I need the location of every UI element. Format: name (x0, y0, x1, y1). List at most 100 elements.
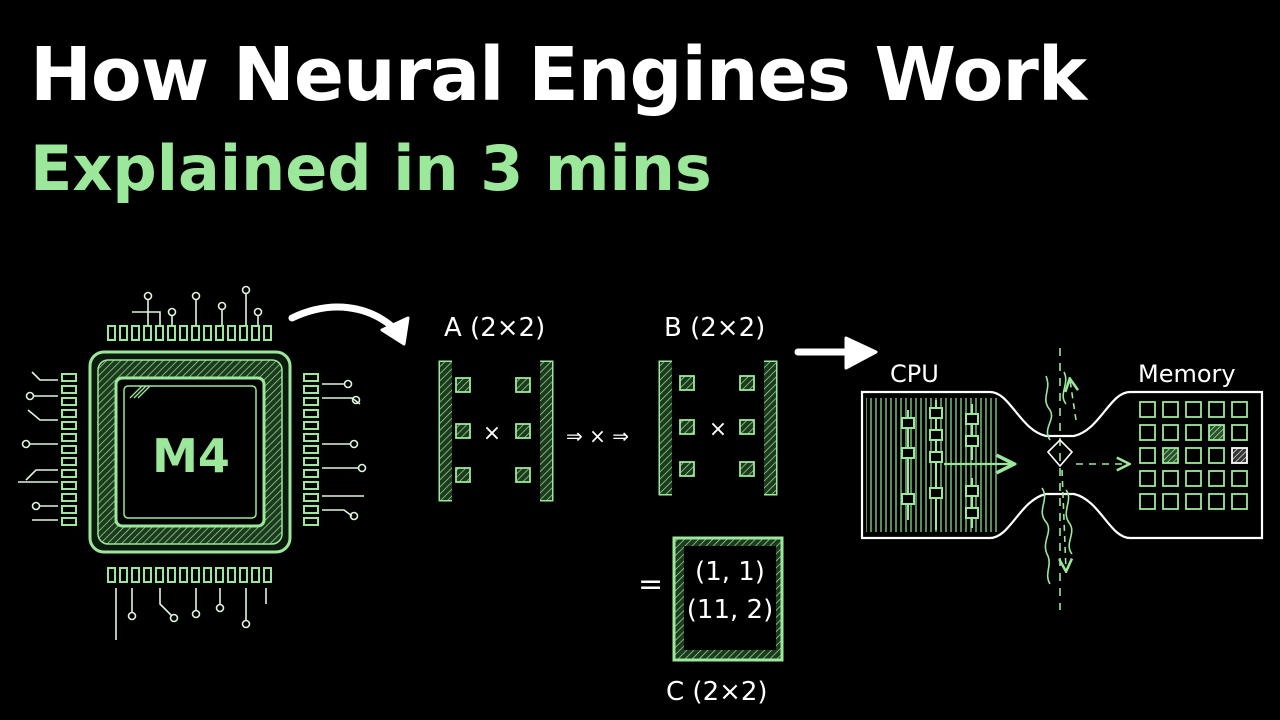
chip-die (114, 376, 266, 528)
chip-pin (61, 517, 77, 526)
chip-pin (61, 421, 77, 430)
chip-pin (191, 325, 200, 341)
matrix-a-times: × (483, 421, 501, 446)
chip-pin (119, 567, 128, 583)
bottleneck-outline (860, 390, 1264, 540)
memory-cell (1162, 470, 1179, 487)
result-row-1: (1, 1) (695, 557, 765, 587)
chip-pin (143, 325, 152, 341)
chip-pin (61, 481, 77, 490)
chip-pin (239, 567, 248, 583)
matrix-b-label: B (2×2) (664, 313, 765, 343)
memory-cell (1162, 401, 1179, 418)
matrix-b-cells (679, 375, 755, 477)
chip-pin (303, 517, 319, 526)
chip-pin (167, 325, 176, 341)
chip-pin (61, 457, 77, 466)
memory-cell (1139, 401, 1156, 418)
chip-pin (119, 325, 128, 341)
chip-pin (143, 567, 152, 583)
chip-pin (179, 567, 188, 583)
chip-pin (227, 567, 236, 583)
arrow-chip-to-matrix-head (380, 316, 410, 346)
equals-sign: = (638, 567, 663, 602)
chip-pin (303, 409, 319, 418)
chip-pin (61, 433, 77, 442)
memory-cell (1185, 424, 1202, 441)
matrix-a-cells (455, 377, 531, 483)
chip-pin (61, 493, 77, 502)
chip-pin (131, 325, 140, 341)
memory-cell (1162, 447, 1179, 464)
chip-pin (303, 445, 319, 454)
memory-cell (1208, 401, 1225, 418)
memory-cell (1231, 424, 1248, 441)
chip-pin (61, 409, 77, 418)
chip-pin (61, 373, 77, 382)
chip-pin (303, 481, 319, 490)
chip-pin (61, 445, 77, 454)
chip-pin (215, 567, 224, 583)
chip-pin (303, 457, 319, 466)
chip-pin (303, 433, 319, 442)
memory-cell (1208, 493, 1225, 510)
chip-pins (61, 325, 319, 583)
page-title: How Neural Engines Work (30, 32, 1087, 118)
chip-pin (203, 325, 212, 341)
memory-cell (1139, 493, 1156, 510)
chip-traces (18, 285, 367, 640)
chip-diagram: M4 (18, 285, 367, 640)
memory-cell (1185, 401, 1202, 418)
chip-pin (263, 325, 272, 341)
matrix-b-times: × (709, 417, 727, 442)
memory-cell (1162, 493, 1179, 510)
memory-cell (1139, 424, 1156, 441)
chip-pin (263, 567, 272, 583)
arrow-matrix-to-cpu-head (844, 336, 878, 370)
chip-pin (251, 325, 260, 341)
memory-cell (1231, 401, 1248, 418)
cpu-circuit (901, 400, 979, 530)
chip-pin (303, 373, 319, 382)
memory-cell (1208, 447, 1225, 464)
chip-pin (251, 567, 260, 583)
memory-cell (1231, 470, 1248, 487)
chip-pin (155, 325, 164, 341)
matrix-c: = (1, 1) (11, 2) C (2×2) (638, 536, 784, 707)
chip-pin (179, 325, 188, 341)
matrix-c-label: C (2×2) (666, 677, 768, 707)
chip-pin (203, 567, 212, 583)
memory-cell (1231, 447, 1248, 464)
chip-pin (303, 493, 319, 502)
chip-pin (303, 505, 319, 514)
cpu-memory-diagram: CPU Memory (860, 348, 1264, 610)
chip-pin (131, 567, 140, 583)
cpu-label: CPU (890, 360, 939, 388)
chip-pin (155, 567, 164, 583)
chip-pin (303, 385, 319, 394)
arrow-chip-to-matrix (288, 303, 402, 336)
chip-pin (215, 325, 224, 341)
chip-pin (167, 567, 176, 583)
memory-cell (1208, 424, 1225, 441)
memory-label: Memory (1138, 360, 1236, 388)
chip-label: M4 (152, 429, 230, 483)
matrix-b: B (2×2) × (658, 313, 778, 496)
matrix-a-label: A (2×2) (444, 313, 545, 343)
chip-pin (303, 397, 319, 406)
chip-pin (61, 469, 77, 478)
matrix-operator: ⇒ × ⇒ (566, 424, 629, 448)
memory-cell (1185, 447, 1202, 464)
memory-cell (1162, 424, 1179, 441)
chip-pin (227, 325, 236, 341)
bottleneck-signals (1041, 348, 1128, 610)
chip-pin (191, 567, 200, 583)
chip-pin (303, 469, 319, 478)
memory-cell (1208, 470, 1225, 487)
memory-cell (1231, 493, 1248, 510)
page-subtitle: Explained in 3 mins (30, 132, 712, 205)
memory-cell (1185, 470, 1202, 487)
chip-pin (107, 325, 116, 341)
matrix-a: A (2×2) × (438, 313, 554, 502)
